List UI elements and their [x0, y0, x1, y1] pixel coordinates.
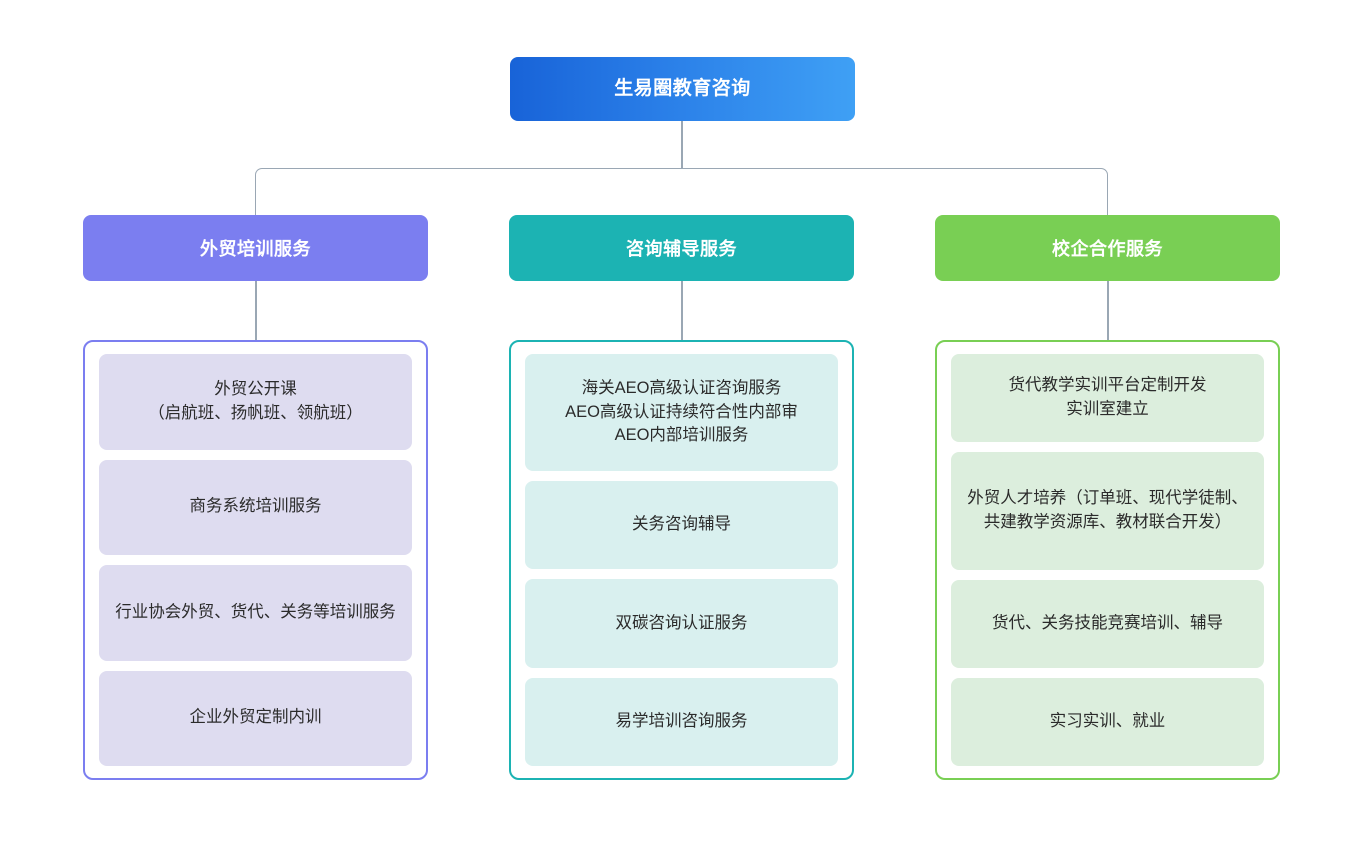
category-header-school-enterprise-label: 校企合作服务 [1052, 239, 1163, 259]
category-header-training-label: 外贸培训服务 [200, 239, 311, 259]
connector-stub-school-enterprise [1107, 281, 1109, 340]
list-item[interactable]: 货代教学实训平台定制开发 实训室建立 [951, 354, 1264, 442]
category-header-training[interactable]: 外贸培训服务 [83, 215, 428, 281]
list-item[interactable]: 易学培训咨询服务 [525, 677, 838, 766]
list-item[interactable]: 企业外贸定制内训 [99, 670, 412, 766]
connector-stub-consulting [681, 281, 683, 340]
panel-school-enterprise: 货代教学实训平台定制开发 实训室建立 外贸人才培养（订单班、现代学徒制、共建教学… [935, 340, 1280, 780]
list-item[interactable]: 外贸公开课 （启航班、扬帆班、领航班） [99, 354, 412, 450]
list-item[interactable]: 行业协会外贸、货代、关务等培训服务 [99, 565, 412, 661]
list-item[interactable]: 外贸人才培养（订单班、现代学徒制、共建教学资源库、教材联合开发） [951, 451, 1264, 571]
category-header-consulting[interactable]: 咨询辅导服务 [509, 215, 854, 281]
connector-root-vertical [681, 121, 683, 169]
column-consulting: 咨询辅导服务 海关AEO高级认证咨询服务 AEO高级认证持续符合性内部审 AEO… [509, 215, 854, 780]
list-item[interactable]: 海关AEO高级认证咨询服务 AEO高级认证持续符合性内部审 AEO内部培训服务 [525, 354, 838, 472]
connector-horizontal-bus [255, 168, 1108, 216]
panel-consulting: 海关AEO高级认证咨询服务 AEO高级认证持续符合性内部审 AEO内部培训服务 … [509, 340, 854, 780]
root-node[interactable]: 生易圈教育咨询 [510, 57, 855, 121]
list-item[interactable]: 双碳咨询认证服务 [525, 579, 838, 668]
panel-training: 外贸公开课 （启航班、扬帆班、领航班） 商务系统培训服务 行业协会外贸、货代、关… [83, 340, 428, 780]
list-item[interactable]: 货代、关务技能竞赛培训、辅导 [951, 580, 1264, 669]
connector-stub-training [255, 281, 257, 340]
root-node-label: 生易圈教育咨询 [614, 77, 751, 99]
column-school-enterprise: 校企合作服务 货代教学实训平台定制开发 实训室建立 外贸人才培养（订单班、现代学… [935, 215, 1280, 780]
column-training: 外贸培训服务 外贸公开课 （启航班、扬帆班、领航班） 商务系统培训服务 行业协会… [83, 215, 428, 780]
list-item[interactable]: 实习实训、就业 [951, 678, 1264, 766]
list-item[interactable]: 关务咨询辅导 [525, 481, 838, 570]
list-item[interactable]: 商务系统培训服务 [99, 459, 412, 555]
category-header-consulting-label: 咨询辅导服务 [626, 239, 737, 259]
category-header-school-enterprise[interactable]: 校企合作服务 [935, 215, 1280, 281]
